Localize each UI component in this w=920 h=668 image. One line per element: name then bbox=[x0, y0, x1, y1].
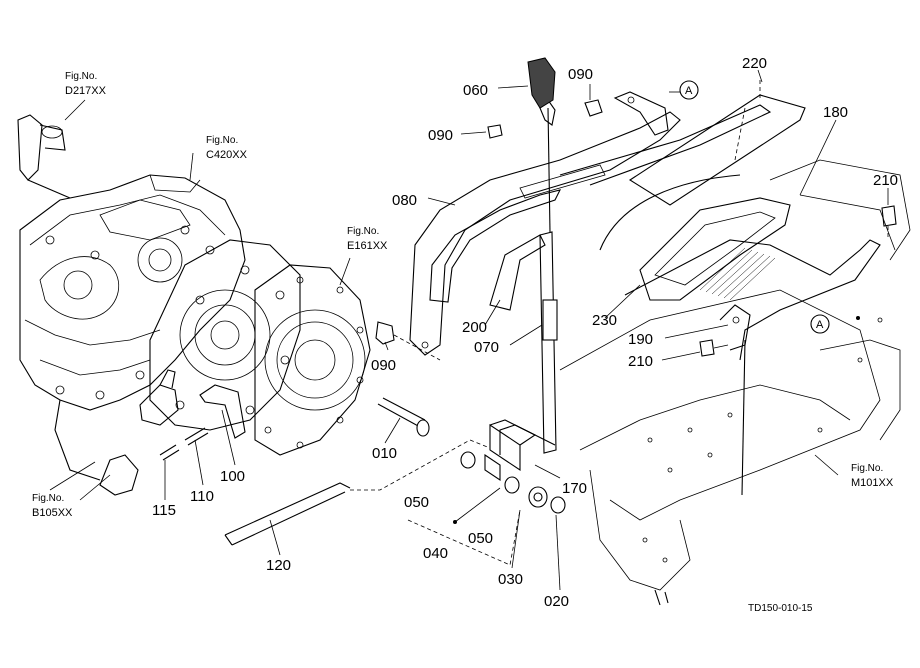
figure-references: Fig.No. D217XX Fig.No. C420XX Fig.No. E1… bbox=[32, 71, 894, 519]
ref-e161-code: E161XX bbox=[347, 240, 388, 252]
bolt-drawings bbox=[487, 99, 897, 357]
part-label-050-left: 050 bbox=[404, 494, 429, 511]
leader-lines bbox=[49, 69, 889, 591]
part-label-110: 110 bbox=[190, 488, 214, 505]
part-label-100: 100 bbox=[220, 468, 245, 485]
shift-lever-drawing bbox=[499, 57, 558, 455]
part-label-220: 220 bbox=[742, 55, 767, 72]
part-label-230: 230 bbox=[592, 312, 617, 329]
ref-b105-label: Fig.No. bbox=[32, 493, 64, 504]
part-label-010: 010 bbox=[372, 445, 397, 462]
drawing-id: TD150-010-15 bbox=[748, 603, 813, 614]
ref-c420-code: C420XX bbox=[206, 149, 248, 161]
bushing-assembly-drawing bbox=[407, 419, 566, 566]
part-label-180: 180 bbox=[823, 104, 848, 121]
shaft-and-bolt-drawing bbox=[375, 321, 441, 437]
ref-d217-code: D217XX bbox=[65, 85, 107, 97]
callout-markers: A A bbox=[679, 80, 860, 334]
rod-drawing bbox=[224, 482, 351, 546]
part-label-200: 200 bbox=[462, 319, 487, 336]
part-label-040: 040 bbox=[423, 545, 448, 562]
part-label-050-right: 050 bbox=[468, 530, 493, 547]
transmission-housing-drawing bbox=[17, 114, 371, 496]
part-label-090-left: 090 bbox=[428, 127, 453, 144]
part-label-210-bottom: 210 bbox=[628, 353, 653, 370]
part-label-170: 170 bbox=[562, 480, 587, 497]
ref-b105-code: B105XX bbox=[32, 507, 73, 519]
part-number-labels: 060 090 090 220 180 210 080 200 070 230 … bbox=[152, 55, 898, 610]
console-bracket-drawing bbox=[599, 80, 881, 496]
floor-frame-drawing bbox=[559, 159, 911, 606]
ref-c420-label: Fig.No. bbox=[206, 135, 238, 146]
part-label-115: 115 bbox=[152, 502, 176, 519]
ref-m101-label: Fig.No. bbox=[851, 463, 883, 474]
part-label-020: 020 bbox=[544, 593, 569, 610]
part-label-060: 060 bbox=[463, 82, 488, 99]
part-label-190: 190 bbox=[628, 331, 653, 348]
ref-e161-label: Fig.No. bbox=[347, 226, 379, 237]
part-label-070: 070 bbox=[474, 339, 499, 356]
ref-m101-code: M101XX bbox=[851, 477, 894, 489]
part-label-030: 030 bbox=[498, 571, 523, 588]
part-label-080: 080 bbox=[392, 192, 417, 209]
part-label-090-top: 090 bbox=[568, 66, 593, 83]
callout-circle-a-bottom bbox=[810, 314, 830, 334]
part-label-210-top: 210 bbox=[873, 172, 898, 189]
part-label-120: 120 bbox=[266, 557, 291, 574]
ref-d217-label: Fig.No. bbox=[65, 71, 97, 82]
part-label-090-mid: 090 bbox=[371, 357, 396, 374]
callout-circle-a-top bbox=[679, 80, 699, 100]
guide-plate-drawing bbox=[409, 91, 772, 356]
callout-a-bottom: A bbox=[816, 319, 824, 331]
callout-a-top: A bbox=[685, 85, 693, 97]
